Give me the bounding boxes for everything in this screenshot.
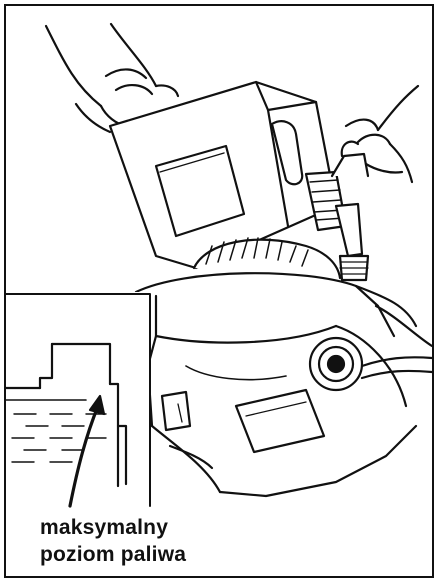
refueling-diagram <box>6 6 434 578</box>
handle-bar <box>362 306 432 378</box>
max-fuel-level-caption: maksymalny poziom paliwa <box>40 514 186 568</box>
adjuster-knob <box>310 338 362 390</box>
illustration-frame: maksymalny poziom paliwa <box>4 4 434 578</box>
mower-engine-body <box>136 273 416 496</box>
filler-neck <box>340 256 368 280</box>
caption-line-2: poziom paliwa <box>40 541 186 568</box>
fuel-canister <box>110 82 336 268</box>
caption-line-1: maksymalny <box>40 514 186 541</box>
